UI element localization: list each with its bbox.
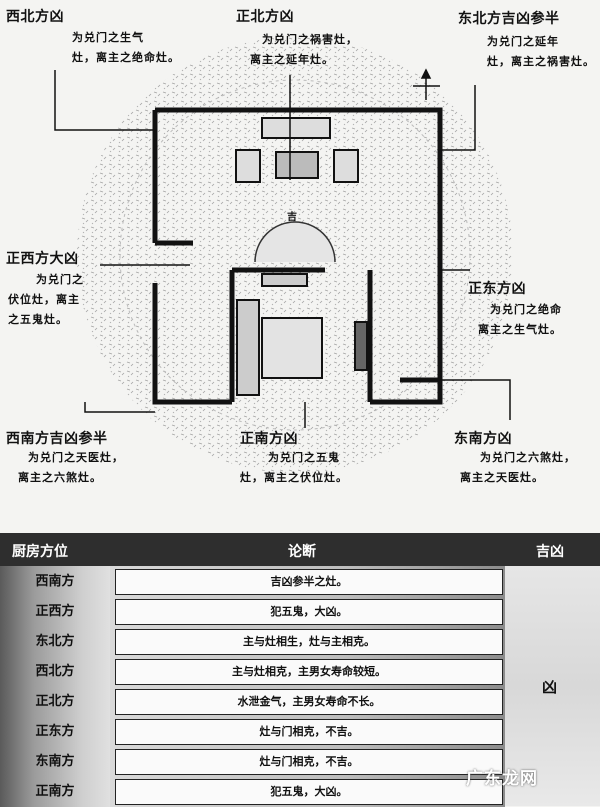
center-glyph: 吉: [287, 212, 297, 223]
verdict-text: 凶: [542, 678, 558, 696]
note-southwest: 为兑门之天医灶， 离主之六煞灶。: [18, 451, 124, 484]
header-position: 厨房方位: [12, 544, 68, 560]
label-southwest: 西南方吉凶参半: [6, 431, 108, 447]
table-header: 厨房方位 论断 吉凶: [0, 533, 600, 566]
row-judgment: 主与灶相克，主男女寿命较短。: [115, 659, 503, 685]
label-west: 正西方大凶: [6, 251, 79, 267]
table-row: 西南方 吉凶参半之灶。: [0, 566, 505, 597]
floor-plan-drawing: [54, 37, 513, 473]
row-position: 正北方: [0, 686, 110, 717]
floor-plan-figure: 西北方凶 为兑门之生气 灶，离主之绝命灶。 正北方凶 为兑门之祸害灶， 离主之延…: [6, 9, 595, 484]
label-northwest: 西北方凶: [6, 9, 64, 25]
row-position: 正南方: [0, 776, 110, 807]
label-northeast: 东北方吉凶参半: [458, 11, 560, 27]
note-northwest: 为兑门之生气 灶，离主之绝命灶。: [72, 31, 180, 64]
table-row: 东北方 主与灶相生，灶与主相克。: [0, 626, 505, 657]
label-north: 正北方凶: [236, 9, 294, 25]
watermark: 广东龙网: [466, 769, 538, 789]
compass-marker: [413, 68, 440, 100]
row-position: 东北方: [0, 626, 110, 657]
note-east: 为兑门之绝命 离主之生气灶。: [478, 303, 562, 336]
label-east: 正东方凶: [468, 281, 526, 297]
header-verdict: 吉凶: [536, 544, 564, 560]
leader-lines: [54, 70, 511, 428]
note-north: 为兑门之祸害灶， 离主之延年灶。: [250, 33, 358, 66]
table-row: 正东方 灶与门相克，不吉。: [0, 716, 505, 747]
row-position: 正东方: [0, 716, 110, 747]
note-northeast: 为兑门之延年 灶，离主之祸害灶。: [487, 35, 595, 68]
row-judgment: 水泄金气，主男女寿命不长。: [115, 689, 503, 715]
verdict-cell: 凶: [505, 566, 600, 806]
row-position: 西南方: [0, 566, 110, 597]
table-row: 正西方 犯五鬼，大凶。: [0, 596, 505, 627]
row-judgment: 吉凶参半之灶。: [115, 569, 503, 595]
arch-entry: [254, 221, 336, 263]
header-judgment: 论断: [288, 544, 316, 560]
label-south: 正南方凶: [240, 431, 298, 447]
label-southeast: 东南方凶: [454, 431, 512, 447]
row-judgment: 主与灶相生，灶与主相克。: [115, 629, 503, 655]
kitchen-fixtures: [236, 273, 368, 396]
row-judgment: 灶与门相克，不吉。: [115, 719, 503, 745]
note-south: 为兑门之五鬼 灶，离主之伏位灶。: [240, 451, 348, 484]
note-southeast: 为兑门之六煞灶， 离主之天医灶。: [460, 451, 576, 484]
row-position: 正西方: [0, 596, 110, 627]
table-row: 东南方 灶与门相克，不吉。: [0, 746, 505, 777]
note-west: 为兑门之 伏位灶，离主 之五鬼灶。: [8, 273, 84, 326]
table-row: 西北方 主与灶相克，主男女寿命较短。: [0, 656, 505, 687]
kitchen-direction-table: 厨房方位 论断 吉凶 西南方 吉凶参半之灶。 正西方 犯五鬼，大凶。 东北方 主…: [0, 533, 600, 807]
sofa-set: [235, 117, 359, 183]
row-judgment: 灶与门相克，不吉。: [115, 749, 503, 775]
row-position: 西北方: [0, 656, 110, 687]
row-judgment: 犯五鬼，大凶。: [115, 779, 503, 805]
table-row: 正北方 水泄金气，主男女寿命不长。: [0, 686, 505, 717]
row-judgment: 犯五鬼，大凶。: [115, 599, 503, 625]
row-position: 东南方: [0, 746, 110, 777]
table-row: 正南方 犯五鬼，大凶。: [0, 776, 505, 807]
